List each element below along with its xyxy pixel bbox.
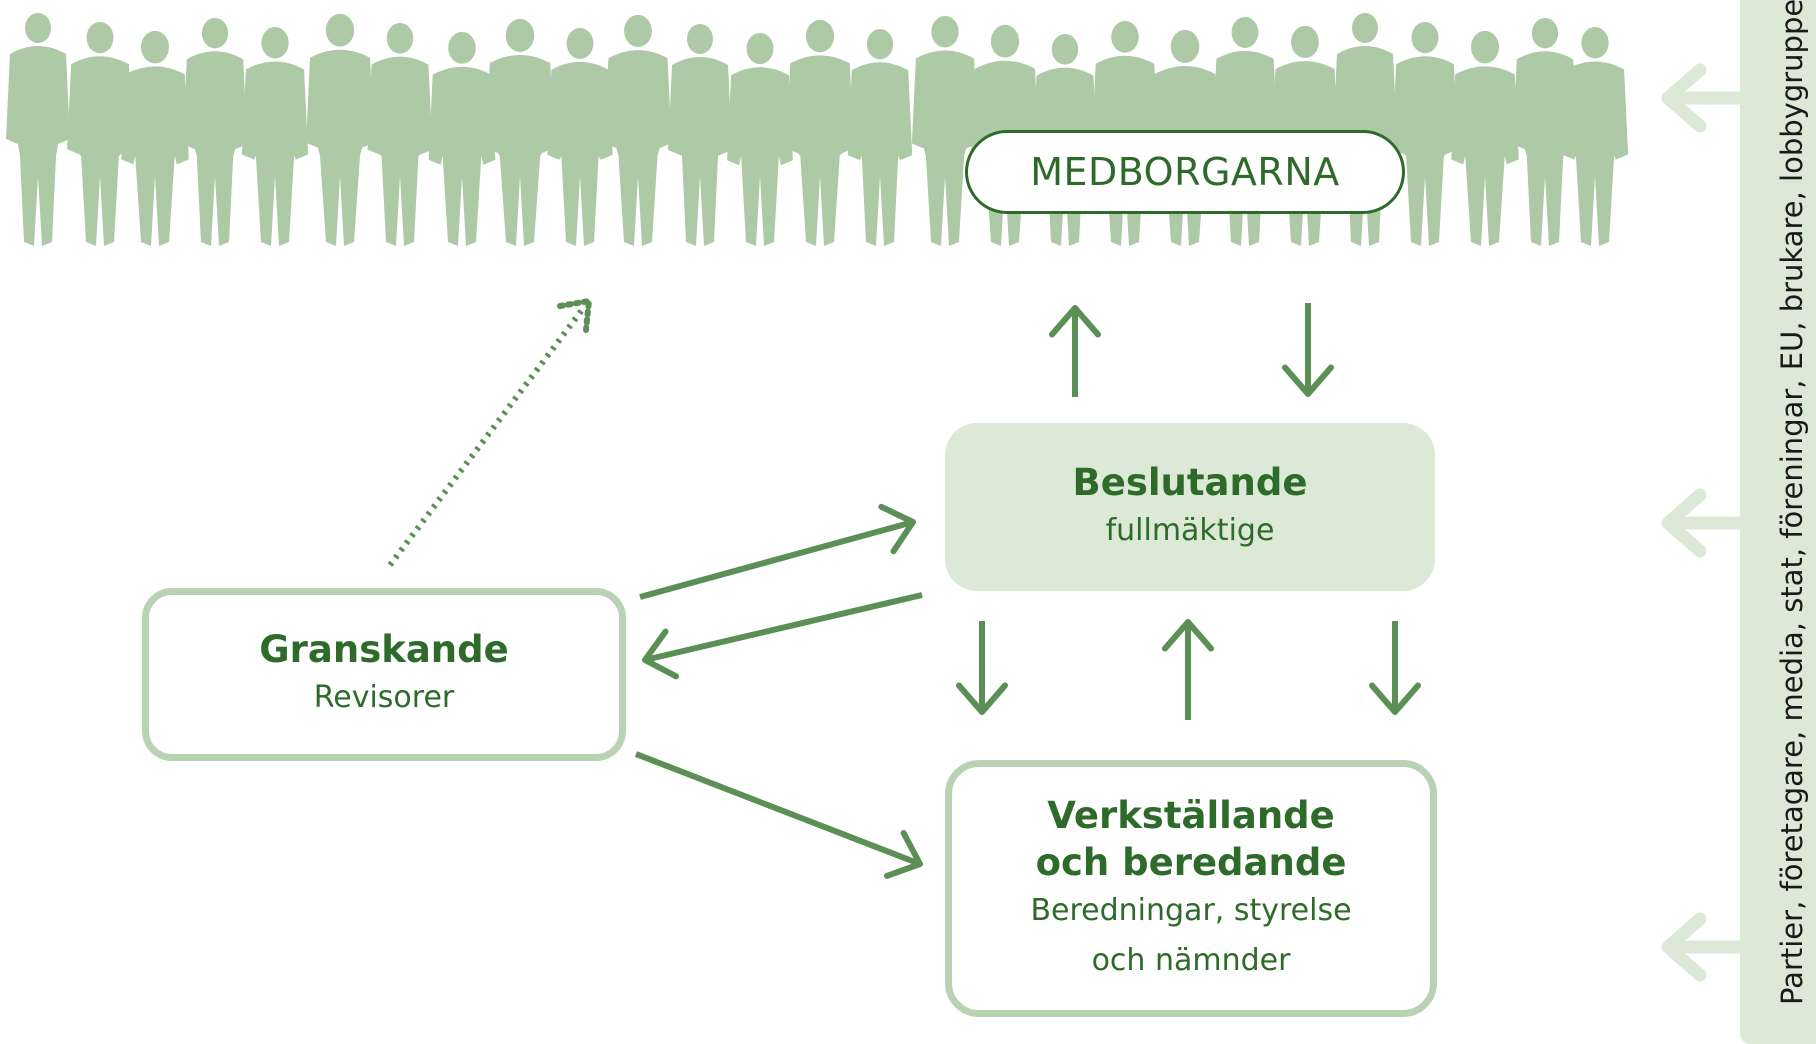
beslutande-title: Beslutande [1072, 460, 1308, 504]
influence-arrow-top-icon [1661, 63, 1749, 133]
verkstallande-title-line1: Verkställande [1047, 793, 1335, 837]
beslutande-box: Beslutande fullmäktige [945, 423, 1435, 591]
influence-arrow-middle-icon [1661, 488, 1749, 558]
influence-arrow-bottom-icon [1661, 912, 1749, 982]
person-silhouette-icon [727, 32, 793, 246]
verkstallande-subtitle-line2: och nämnder [1091, 942, 1291, 978]
arrow-granskande-to-beslutande [639, 503, 916, 600]
dotted-arrow-to-medborgarna [387, 304, 588, 567]
person-silhouette-icon [547, 27, 613, 247]
person-silhouette-icon [67, 21, 133, 246]
person-silhouette-icon [1561, 26, 1629, 246]
person-silhouette-icon [668, 24, 732, 246]
person-silhouette-icon [241, 26, 309, 246]
person-silhouette-icon [1512, 17, 1578, 246]
granskande-box: Granskande Revisorer [142, 588, 626, 761]
verkstallande-box: Verkställande och beredande Beredningar,… [945, 760, 1437, 1017]
medborgarna-text: MEDBORGARNA [1030, 150, 1340, 194]
influencers-label: Partier, företagare, media, stat, föreni… [1775, 0, 1809, 1005]
person-silhouette-icon [367, 22, 433, 246]
person-silhouette-icon [306, 13, 374, 247]
person-silhouette-icon [786, 19, 854, 247]
person-silhouette-icon [182, 17, 248, 246]
arrow-granskande-to-verkstallande [634, 751, 923, 879]
person-silhouette-icon [121, 30, 189, 247]
granskande-subtitle: Revisorer [313, 680, 455, 716]
person-silhouette-icon [1451, 30, 1519, 247]
person-silhouette-icon [428, 31, 496, 246]
arrow-beslutande-to-granskande [642, 592, 923, 680]
medborgarna-label: MEDBORGARNA [965, 130, 1405, 214]
person-silhouette-icon [911, 15, 979, 246]
verkstallande-subtitle-line1: Beredningar, styrelse [1030, 893, 1352, 929]
person-silhouette-icon [6, 13, 70, 246]
beslutande-subtitle: fullmäktige [1105, 512, 1275, 548]
person-silhouette-icon [847, 28, 913, 246]
dotted-arrow-head [557, 297, 593, 333]
granskande-title: Granskande [259, 628, 509, 672]
person-silhouette-icon [485, 18, 555, 246]
influencers-panel [1740, 0, 1816, 1044]
person-silhouette-icon [604, 14, 672, 246]
person-silhouette-icon [1392, 21, 1458, 246]
verkstallande-title-line2: och beredande [1035, 841, 1347, 884]
